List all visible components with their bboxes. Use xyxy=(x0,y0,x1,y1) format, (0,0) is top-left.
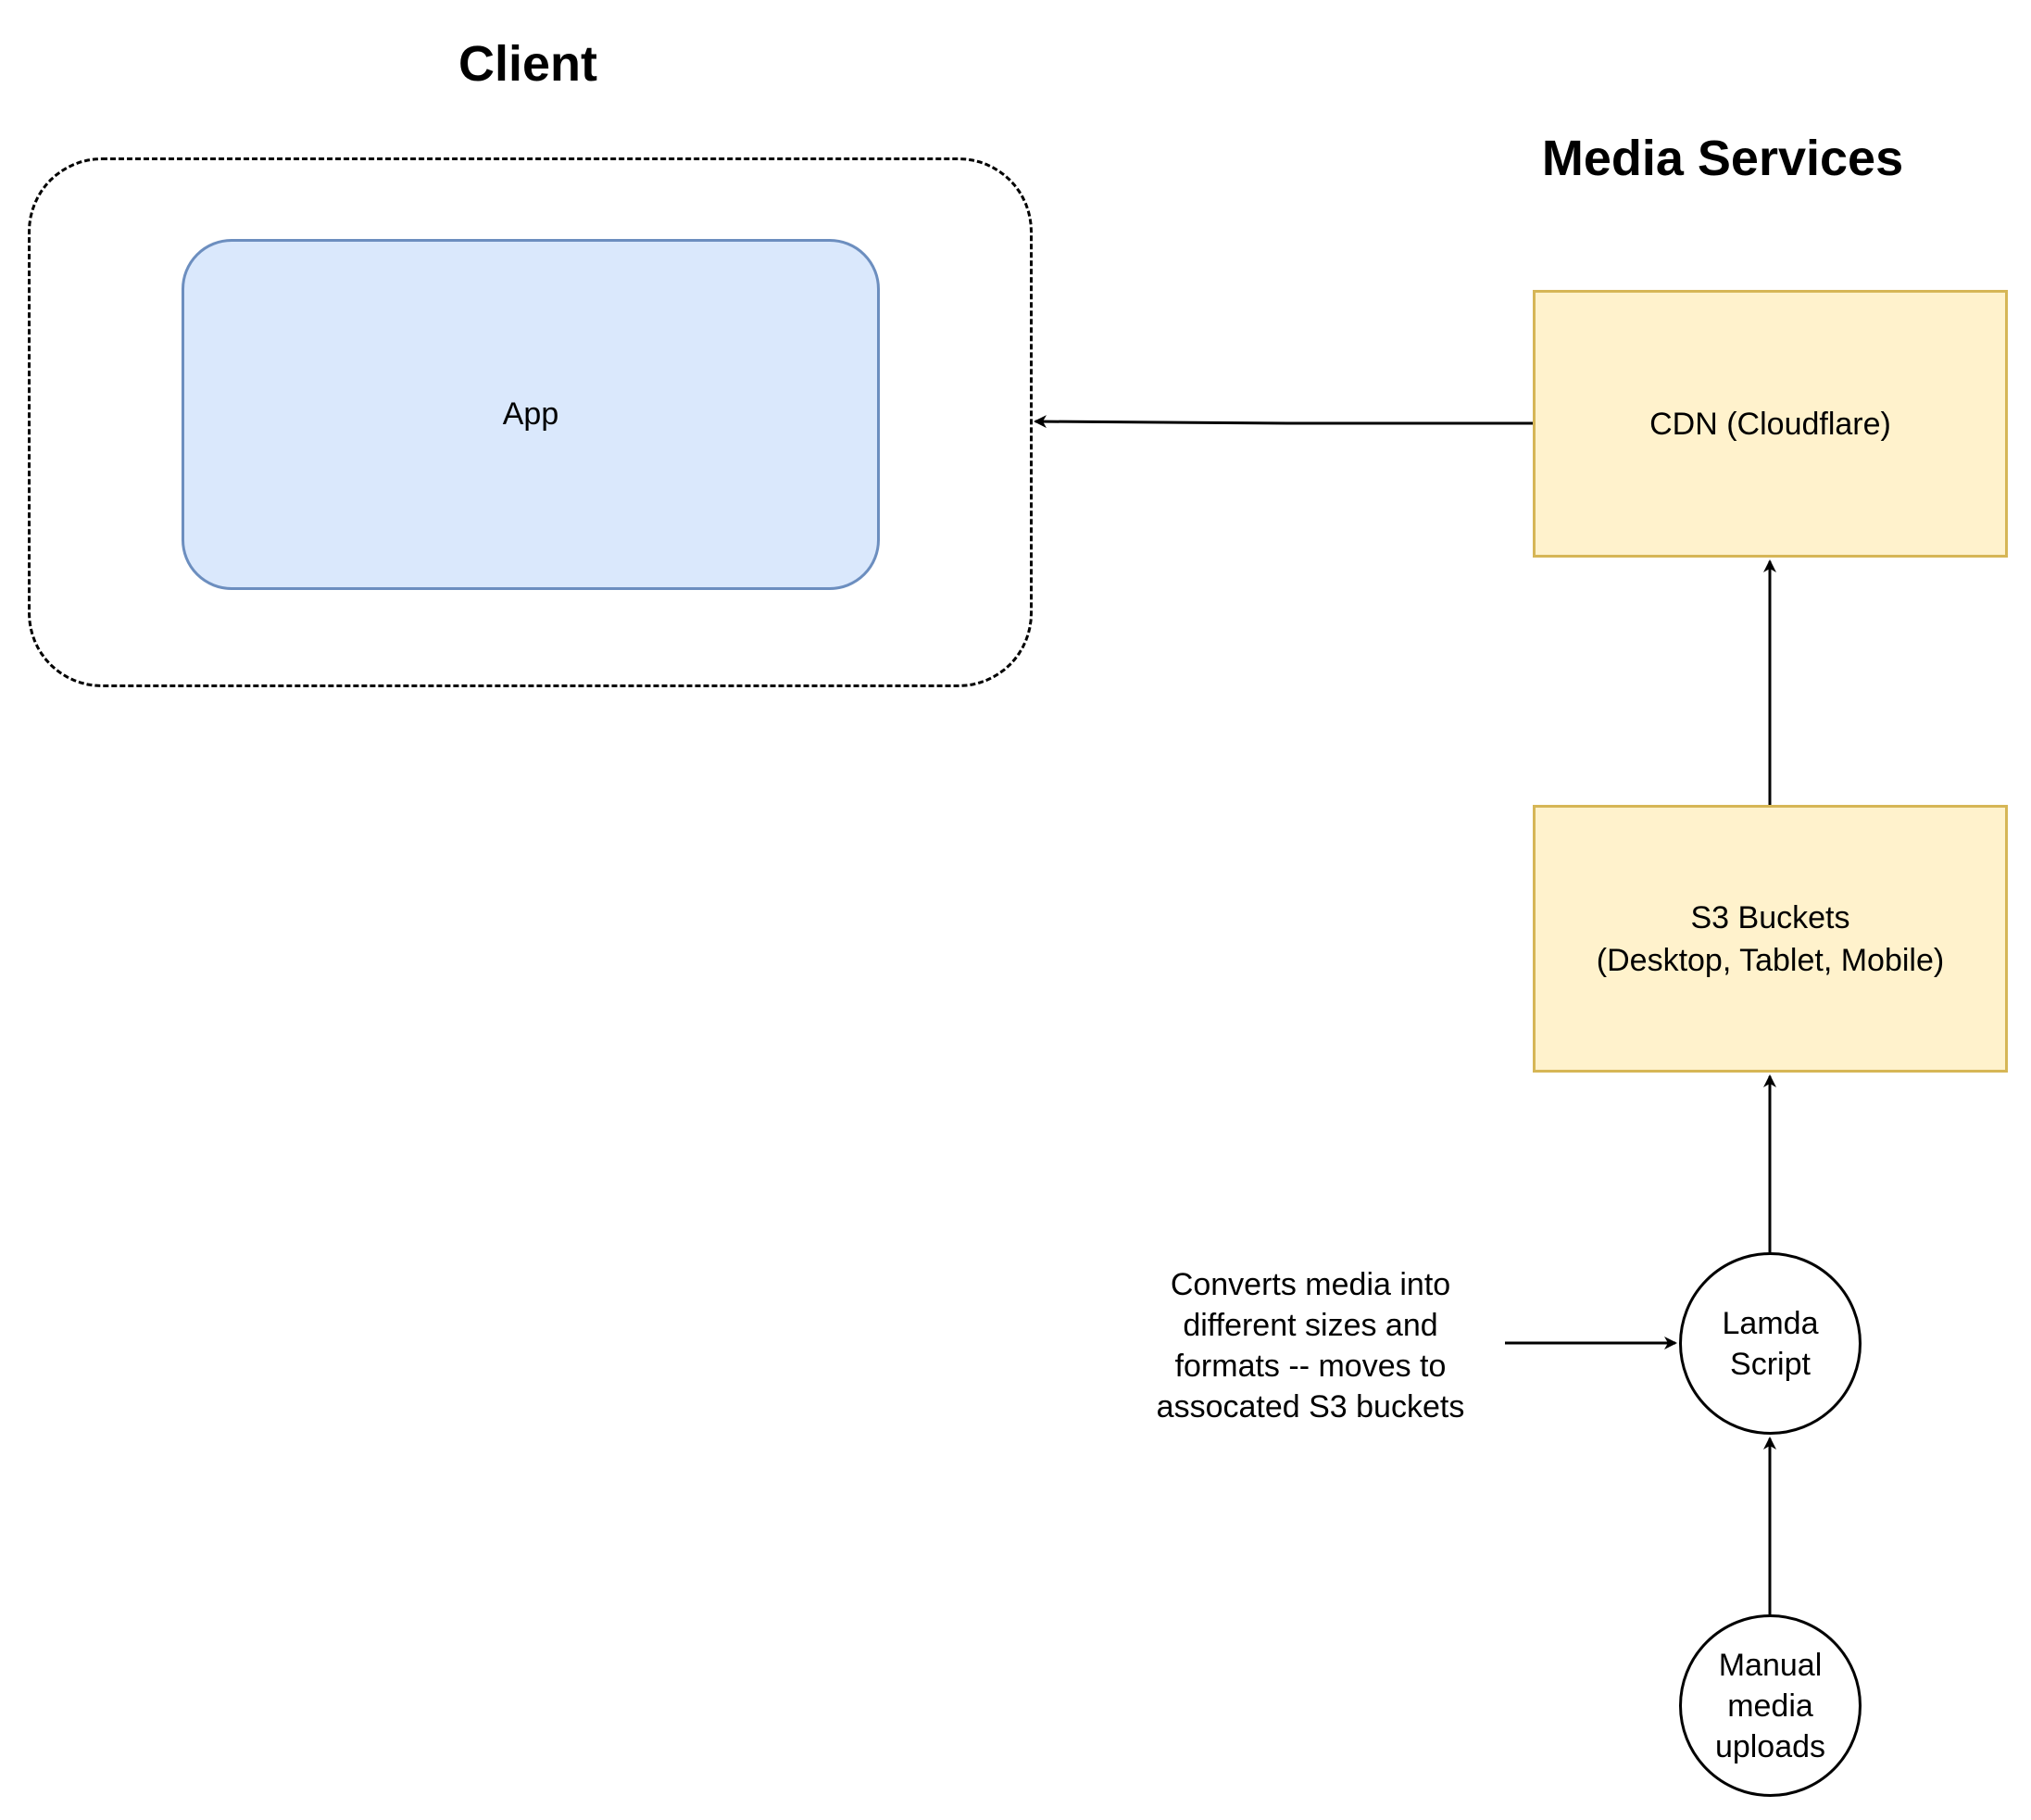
cdn-label: CDN (Cloudflare) xyxy=(1649,406,1891,442)
note-line-1: Converts media into xyxy=(1170,1267,1451,1302)
note-line-2: different sizes and xyxy=(1183,1308,1438,1343)
app-label: App xyxy=(502,396,559,432)
app-node[interactable]: App xyxy=(182,239,880,590)
note-line-4: assocated S3 buckets xyxy=(1156,1389,1465,1425)
media-services-heading: Media Services xyxy=(1541,131,1904,186)
manual-label-line-2: media xyxy=(1727,1688,1813,1724)
cdn-node[interactable]: CDN (Cloudflare) xyxy=(1533,290,2008,558)
client-group xyxy=(28,157,1033,687)
s3-buckets-node[interactable]: S3 Buckets (Desktop, Tablet, Mobile) xyxy=(1533,805,2008,1073)
s3-label-line-2: (Desktop, Tablet, Mobile) xyxy=(1596,942,1945,978)
manual-label-line-1: Manual xyxy=(1718,1647,1823,1683)
lamda-note: Converts media into different sizes and … xyxy=(1107,1264,1514,1427)
manual-uploads-node[interactable]: Manual media uploads xyxy=(1679,1614,1862,1797)
client-heading: Client xyxy=(458,36,597,92)
cdn-to-client-arrow xyxy=(1034,415,1533,429)
manual-label-line-3: uploads xyxy=(1714,1728,1826,1764)
lamda-label-line-2: Script xyxy=(1730,1346,1811,1382)
note-line-3: formats -- moves to xyxy=(1174,1349,1447,1384)
s3-label-line-1: S3 Buckets xyxy=(1690,899,1850,935)
lamda-script-node[interactable]: Lamda Script xyxy=(1679,1252,1862,1435)
lamda-label-line-1: Lamda xyxy=(1722,1305,1819,1341)
